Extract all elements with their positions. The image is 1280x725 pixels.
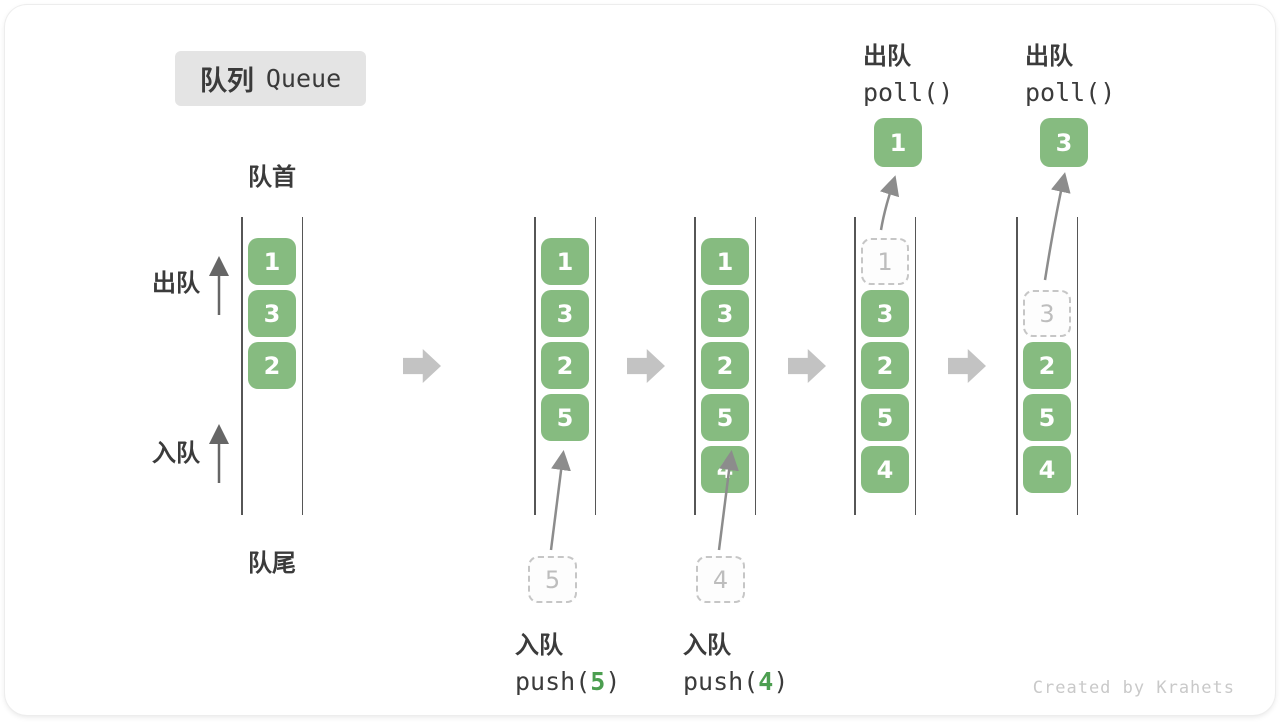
queue-state-4: 1 3 2 5 4 — [854, 217, 916, 515]
queue-cell: 5 — [861, 394, 909, 441]
queue-cell: 5 — [541, 394, 589, 441]
poll-code-label: poll() — [1025, 78, 1116, 107]
enqueue-action-label: 入队 — [683, 631, 731, 659]
title-en: Queue — [265, 64, 342, 93]
queue-state-2: 1 3 2 5 — [534, 217, 596, 515]
push-fn-close: ) — [605, 667, 621, 696]
queue-wall — [854, 217, 856, 515]
next-state-arrow-icon — [948, 349, 986, 383]
dequeue-annotation-1: 出队 poll() — [863, 36, 953, 107]
diagram-canvas: 队列 Queue 队首 队尾 出队 入队 1 3 2 1 3 2 5 1 3 2… — [5, 5, 1275, 715]
queue-cell: 3 — [701, 290, 749, 337]
queue-wall — [1016, 217, 1018, 515]
enqueue-annotation-1: 入队 push(5) — [515, 625, 620, 696]
dequeue-action-label: 出队 — [1025, 42, 1073, 70]
queue-rear-label: 队尾 — [248, 549, 296, 577]
queue-state-5: 3 2 5 4 — [1016, 217, 1078, 515]
queue-cell: 4 — [701, 446, 749, 493]
poll-code-label: poll() — [863, 78, 954, 107]
queue-cell: 2 — [1023, 342, 1071, 389]
queue-wall — [534, 217, 536, 515]
push-code-label: push(4) — [683, 667, 788, 696]
dequeue-action-label: 出队 — [863, 42, 911, 70]
queue-cell: 2 — [541, 342, 589, 389]
enqueue-direction-label: 入队 — [152, 439, 200, 467]
queue-state-3: 1 3 2 5 4 — [694, 217, 756, 515]
queue-cell: 3 — [861, 290, 909, 337]
polled-value-box: 3 — [1040, 118, 1088, 167]
dequeue-annotation-2: 出队 poll() — [1025, 36, 1115, 107]
queue-cell: 5 — [701, 394, 749, 441]
queue-cell: 5 — [1023, 394, 1071, 441]
dequeue-direction-label: 出队 — [152, 269, 200, 297]
queue-wall — [241, 217, 243, 515]
queue-wall — [754, 217, 756, 515]
push-fn-open: push( — [683, 667, 759, 696]
incoming-value-box: 4 — [696, 556, 745, 603]
queue-wall — [914, 217, 916, 515]
push-fn-open: push( — [515, 667, 591, 696]
polled-value-box: 1 — [874, 118, 922, 167]
queue-cell: 1 — [541, 238, 589, 285]
queue-cell: 4 — [861, 446, 909, 493]
queue-front-label: 队首 — [248, 163, 296, 191]
next-state-arrow-icon — [403, 349, 441, 383]
next-state-arrow-icon — [788, 349, 826, 383]
title-zh: 队列 — [199, 66, 254, 97]
queue-cell-removed: 3 — [1023, 290, 1071, 337]
queue-cell-removed: 1 — [861, 238, 909, 285]
queue-wall — [594, 217, 596, 515]
push-code-label: push(5) — [515, 667, 620, 696]
incoming-value-box: 5 — [528, 556, 577, 603]
queue-cell: 2 — [248, 342, 296, 389]
queue-cell: 4 — [1023, 446, 1071, 493]
queue-cell: 3 — [248, 290, 296, 337]
queue-cell: 2 — [701, 342, 749, 389]
enqueue-annotation-2: 入队 push(4) — [683, 625, 788, 696]
queue-cell: 1 — [701, 238, 749, 285]
next-state-arrow-icon — [627, 349, 665, 383]
title-badge: 队列 Queue — [175, 51, 366, 106]
queue-state-1: 1 3 2 — [241, 217, 303, 515]
queue-wall — [1076, 217, 1078, 515]
push-arg: 5 — [590, 667, 606, 696]
push-arg: 4 — [758, 667, 774, 696]
enqueue-action-label: 入队 — [515, 631, 563, 659]
queue-wall — [301, 217, 303, 515]
watermark: Created by Krahets — [1032, 678, 1235, 698]
queue-cell: 1 — [248, 238, 296, 285]
queue-cell: 3 — [541, 290, 589, 337]
push-fn-close: ) — [773, 667, 789, 696]
queue-cell: 2 — [861, 342, 909, 389]
queue-wall — [694, 217, 696, 515]
